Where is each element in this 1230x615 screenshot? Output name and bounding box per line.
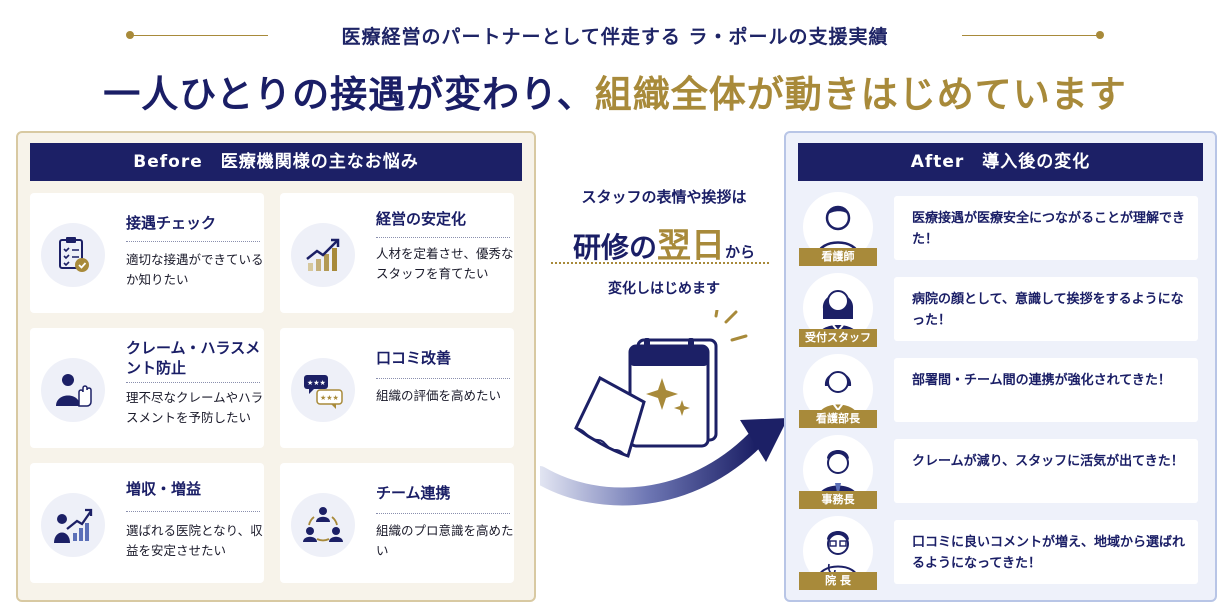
after-comment-box: 病院の顔として、意識して挨拶をするようになった！: [894, 277, 1198, 341]
team-cycle-icon: [291, 493, 355, 557]
center-line2-b: 翌日: [657, 226, 725, 266]
before-card-management: 経営の安定化 人材を定着させ、優秀なスタッフを育てたい: [280, 193, 514, 313]
before-card-claim-harassment: クレーム・ハラスメント防止 理不尽なクレームやハラスメントを予防したい: [30, 328, 264, 448]
calendar-arrow-illustration: [540, 310, 788, 506]
card-title: 経営の安定化: [376, 210, 467, 228]
card-divider: [126, 511, 260, 512]
svg-text:★★★: ★★★: [320, 394, 339, 402]
before-card-service-check: 接遇チェック 適切な接遇ができているか知りたい: [30, 193, 264, 313]
after-comment: 病院の顔として、意識して挨拶をするようになった！: [912, 292, 1184, 328]
tagline-dot-right: [1096, 31, 1104, 39]
card-title: クレーム・ハラスメント防止: [126, 339, 261, 377]
center-line2: 研修の翌日から: [544, 218, 784, 267]
before-card-team: チーム連携 組織のプロ意識を高めたい: [280, 463, 514, 583]
stop-hand-person-icon: [41, 358, 105, 422]
card-desc: 組織のプロ意識を高めたい: [376, 523, 514, 558]
after-comment: 医療接遇が医療安全につながることが理解できた！: [912, 211, 1186, 247]
headline-part1: 一人ひとりの接遇が変わり、: [103, 73, 595, 116]
calendar-icon: [574, 310, 748, 458]
presenter-chart-icon: [41, 493, 105, 557]
card-divider: [126, 241, 260, 242]
card-divider: [126, 382, 260, 383]
center-line3: 変化しはじめます: [608, 281, 720, 297]
role-badge: 受付スタッフ: [799, 329, 877, 347]
role-badge: 看護部長: [799, 410, 877, 428]
after-comment: クレームが減り、スタッフに活気が出てきた！: [912, 454, 1184, 469]
card-divider: [376, 237, 510, 238]
headline-part2: 組織全体が動きはじめています: [594, 73, 1127, 116]
after-comment: 部署間・チーム間の連携が強化されてきた！: [912, 373, 1171, 388]
after-comment-box: クレームが減り、スタッフに活気が出てきた！: [894, 439, 1198, 503]
page-headline: 一人ひとりの接遇が変わり、組織全体が動きはじめています: [60, 64, 1170, 118]
card-desc: 理不尽なクレームやハラスメントを予防したい: [126, 390, 264, 425]
after-comment-box: 部署間・チーム間の連携が強化されてきた！: [894, 358, 1198, 422]
before-card-revenue: 増収・増益 選ばれる医院となり、収益を安定させたい: [30, 463, 264, 583]
card-divider: [376, 378, 510, 379]
role-badge: 看護師: [799, 248, 877, 266]
card-title: 増収・増益: [126, 480, 202, 498]
card-title: チーム連携: [376, 484, 451, 502]
center-dotted-divider: [551, 262, 769, 264]
card-divider: [376, 513, 510, 514]
after-comment: 口コミに良いコメントが増え、地域から選ばれるようになってきた！: [912, 535, 1186, 571]
before-panel: Before 医療機関様の主なお悩み 接遇チェック 適切な接遇ができているか知り…: [16, 131, 536, 602]
growth-chart-icon: [291, 223, 355, 287]
svg-text:★★★: ★★★: [307, 379, 326, 387]
center-line2-a: 研修の: [572, 231, 657, 264]
card-desc: 適切な接遇ができているか知りたい: [126, 252, 264, 287]
card-desc: 選ばれる医院となり、収益を安定させたい: [126, 523, 263, 558]
card-desc: 組織の評価を高めたい: [376, 388, 502, 403]
after-comment-box: 口コミに良いコメントが増え、地域から選ばれるようになってきた！: [894, 520, 1198, 584]
card-title: 口コミ改善: [376, 349, 452, 367]
before-card-review: ★★★ ★★★ 口コミ改善 組織の評価を高めたい: [280, 328, 514, 448]
center-line2-c: から: [725, 243, 756, 261]
before-header: Before 医療機関様の主なお悩み: [30, 143, 522, 181]
after-comment-box: 医療接遇が医療安全につながることが理解できた！: [894, 196, 1198, 260]
card-desc: 人材を定着させ、優秀なスタッフを育てたい: [376, 246, 514, 281]
review-stars-icon: ★★★ ★★★: [291, 358, 355, 422]
card-title: 接遇チェック: [126, 214, 217, 232]
tagline-line-right: [962, 35, 1100, 36]
tagline-line-left: [130, 35, 268, 36]
center-line1: スタッフの表情や挨拶は: [581, 188, 747, 206]
after-header: After 導入後の変化: [798, 143, 1203, 181]
clipboard-check-icon: [41, 223, 105, 287]
tagline: 医療経営のパートナーとして伴走する ラ・ポールの支援実績: [341, 26, 889, 48]
role-badge: 事務長: [799, 491, 877, 509]
role-badge: 院 長: [799, 572, 877, 590]
